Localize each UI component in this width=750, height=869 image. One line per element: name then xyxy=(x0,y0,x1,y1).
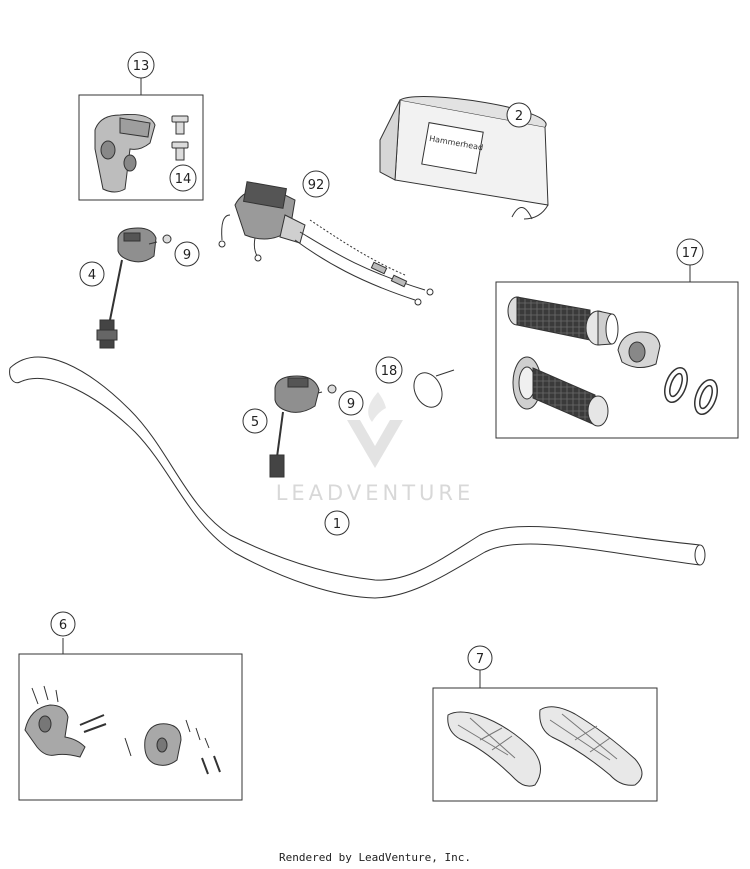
leadventure-watermark: LEADVENTURE xyxy=(276,392,475,505)
callout-14: 14 xyxy=(169,164,197,192)
switch-4[interactable] xyxy=(96,227,157,349)
grip-upper xyxy=(507,296,619,346)
bar-pad[interactable]: Hammerhead xyxy=(379,96,549,220)
svg-text:18: 18 xyxy=(381,364,398,379)
callout-9b: 9 xyxy=(338,390,364,416)
grip-ring-a xyxy=(664,366,688,404)
throttle-assembly[interactable] xyxy=(218,181,434,306)
svg-text:2: 2 xyxy=(515,109,523,124)
callout-4: 4 xyxy=(79,261,105,287)
bolt-14 xyxy=(171,115,189,161)
grip-ring-b xyxy=(694,378,718,416)
footer-credit: Rendered by LeadVenture, Inc. xyxy=(278,851,472,864)
svg-text:13: 13 xyxy=(133,59,150,74)
mount-right xyxy=(124,719,221,775)
callout-1: 1 xyxy=(324,510,350,536)
callout-9a: 9 xyxy=(174,241,200,267)
callout-7: 7 xyxy=(467,645,493,671)
grip-lower xyxy=(512,356,609,427)
throttle-cam xyxy=(617,331,661,368)
screw-9a xyxy=(148,234,172,245)
watermark-text: LEADVENTURE xyxy=(276,481,475,505)
callout-13: 13 xyxy=(127,51,155,79)
part-13-box[interactable] xyxy=(78,78,204,201)
mount-left xyxy=(24,685,107,758)
callout-92: 92 xyxy=(302,170,330,198)
cable-tie-18[interactable] xyxy=(409,368,455,412)
callout-18: 18 xyxy=(375,356,403,384)
svg-text:14: 14 xyxy=(175,172,192,187)
svg-text:17: 17 xyxy=(682,246,699,261)
part-17-box[interactable] xyxy=(495,265,739,439)
callout-5: 5 xyxy=(242,408,268,434)
switch-5[interactable] xyxy=(269,375,320,478)
svg-text:92: 92 xyxy=(308,178,325,193)
svg-text:6: 6 xyxy=(59,618,67,633)
svg-text:7: 7 xyxy=(476,652,484,667)
svg-text:5: 5 xyxy=(251,415,259,430)
part-7-box[interactable] xyxy=(432,670,658,802)
callout-17: 17 xyxy=(676,238,704,266)
hand-guard-left xyxy=(447,711,541,787)
callout-2: 2 xyxy=(506,102,532,128)
svg-text:4: 4 xyxy=(88,268,96,283)
part-6-box[interactable] xyxy=(18,638,243,801)
callout-6: 6 xyxy=(50,611,76,637)
handlebar[interactable] xyxy=(9,356,706,599)
svg-text:9: 9 xyxy=(183,248,191,263)
hand-guard-right xyxy=(539,706,643,786)
svg-text:9: 9 xyxy=(347,397,355,412)
handlebar-clamp xyxy=(94,114,156,193)
svg-text:1: 1 xyxy=(333,517,341,532)
